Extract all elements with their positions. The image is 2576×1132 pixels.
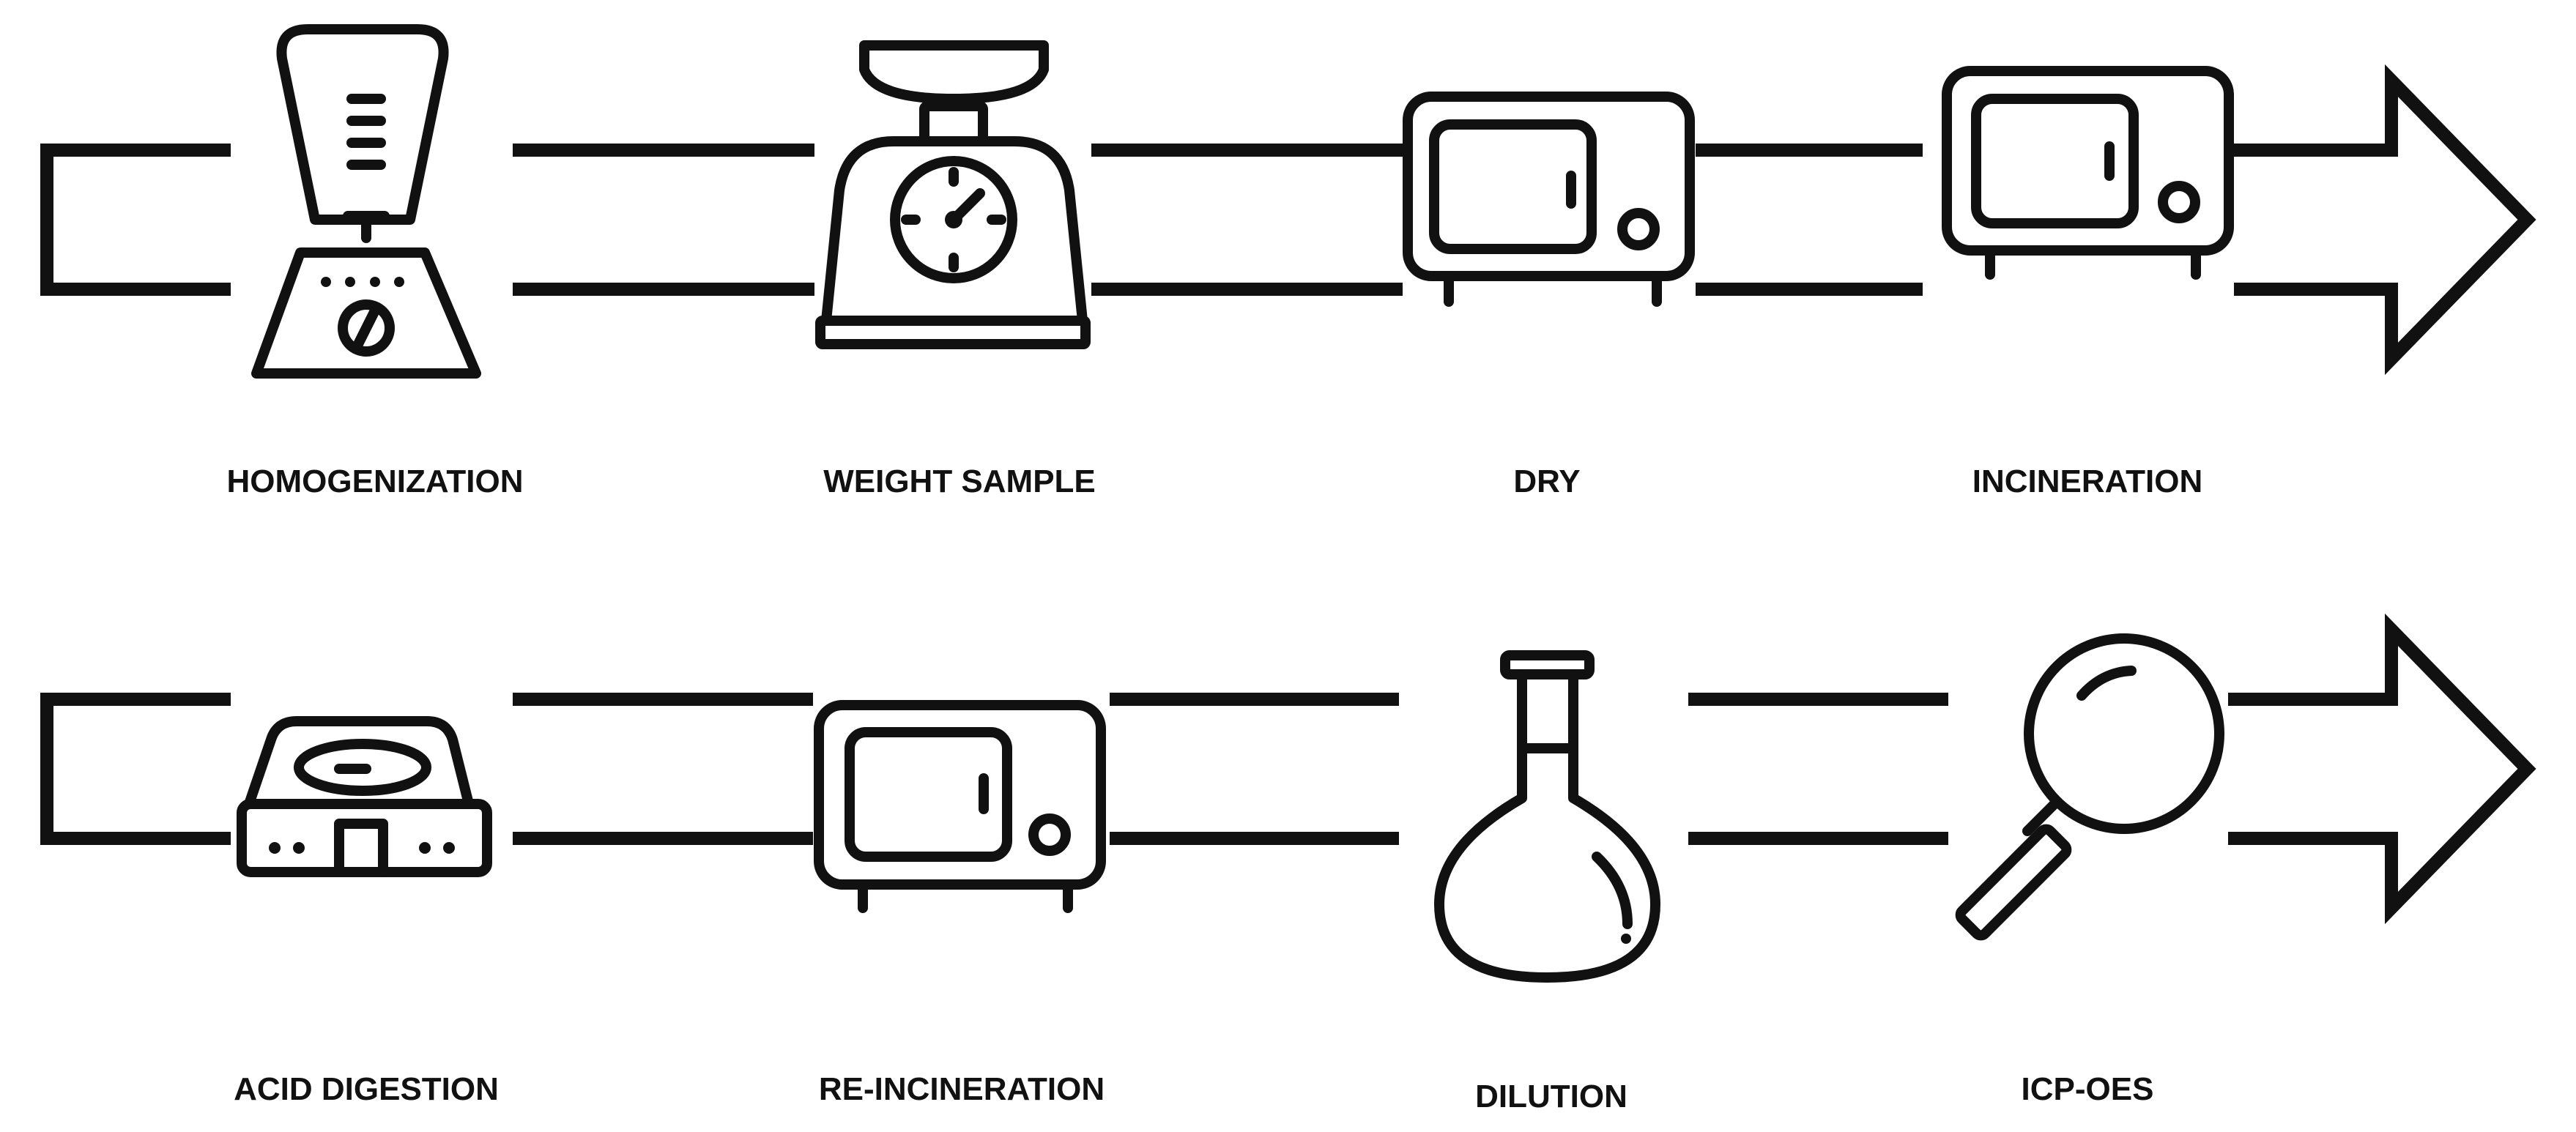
step-label-acid-digestion: ACID DIGESTION <box>234 1071 499 1107</box>
volumetric-flask-icon <box>1434 650 1660 983</box>
step-label-homogenization: HOMOGENIZATION <box>227 463 524 499</box>
flow-row-2: ACID DIGESTION RE-INCINERATION DILUTION … <box>40 613 2536 1114</box>
step-label-weight-sample: WEIGHT SAMPLE <box>823 463 1096 499</box>
hot-plate-icon <box>237 716 492 877</box>
magnifying-glass-icon <box>1955 633 2224 941</box>
flow-arrow-row-1 <box>40 64 2536 376</box>
kitchen-scale-icon <box>815 40 1091 349</box>
furnace-icon <box>1942 66 2234 280</box>
step-label-dilution: DILUTION <box>1475 1079 1627 1114</box>
step-label-incineration: INCINERATION <box>1972 463 2203 499</box>
flow-arrow-row-2 <box>40 613 2536 925</box>
furnace-icon <box>814 700 1106 913</box>
step-label-icp-oes: ICP-OES <box>2022 1071 2154 1107</box>
step-label-re-incineration: RE-INCINERATION <box>819 1071 1105 1107</box>
flow-row-1: HOMOGENIZATION WEIGHT SAMPLE DRY INCINER… <box>40 24 2536 499</box>
step-label-dry: DRY <box>1513 463 1580 499</box>
blender-icon <box>251 24 481 379</box>
oven-icon <box>1403 92 1695 307</box>
